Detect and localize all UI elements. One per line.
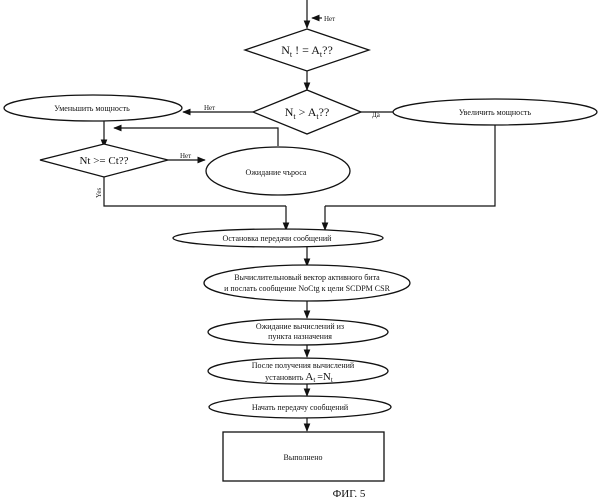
process-label-line1: Вычислительновый вектор активного бита (234, 273, 380, 282)
edge-label-no-d3: Нет (180, 152, 191, 160)
loop-back-arrow (114, 128, 278, 146)
process-after-receive: После получения вычислений установить At… (208, 358, 388, 384)
process-compute-vector: Вычислительновый вектор активного бита и… (204, 265, 410, 301)
decision-label: Nt > At?? (285, 105, 330, 121)
edge-label-no-top: Нет (324, 15, 335, 23)
process-wait-computation: Ожидание вычислений из пункта назначения (208, 319, 388, 345)
process-label: Остановка передачи сообщений (223, 234, 333, 243)
process-label: Увеличить мощность (459, 108, 532, 117)
decision-label: Nt ! = At?? (281, 43, 333, 59)
process-label: Ожидание чъроса (246, 168, 307, 177)
increase-to-stop-line (325, 124, 495, 206)
decision-nt-neq-at: Nt ! = At?? (245, 29, 369, 71)
process-start-transfer: Начать передачу сообщений (209, 396, 391, 418)
edge-label-no-left: Нет (204, 104, 215, 112)
figure-caption: ФИГ. 5 (333, 488, 366, 500)
terminal-done: Выполнено (223, 432, 384, 481)
process-ellipse (204, 265, 410, 301)
process-label-line2: пункта назначения (268, 332, 332, 341)
process-label-line1: После получения вычислений (252, 361, 355, 370)
decision-nt-ge-ct: Nt >= Ct?? (40, 144, 168, 177)
process-label-line1: Ожидание вычислений из (256, 322, 344, 331)
process-label: Начать передачу сообщений (252, 403, 349, 412)
process-wait-poll: Ожидание чъроса (206, 147, 350, 195)
edge-label-yes-right: Да (372, 111, 381, 119)
terminal-label: Выполнено (284, 453, 323, 462)
edge-label-yes-d3: Yes (95, 188, 103, 198)
decision-label: Nt >= Ct?? (79, 155, 128, 167)
process-label: Уменьшить мощность (54, 104, 130, 113)
process-decrease-power: Уменьшить мощность (4, 95, 182, 121)
process-increase-power: Увеличить мощность (393, 99, 597, 125)
process-label-line2: и послать сообщение NoCtg к цели SCDPM C… (224, 284, 390, 293)
process-stop-transfer: Остановка передачи сообщений (173, 229, 383, 247)
